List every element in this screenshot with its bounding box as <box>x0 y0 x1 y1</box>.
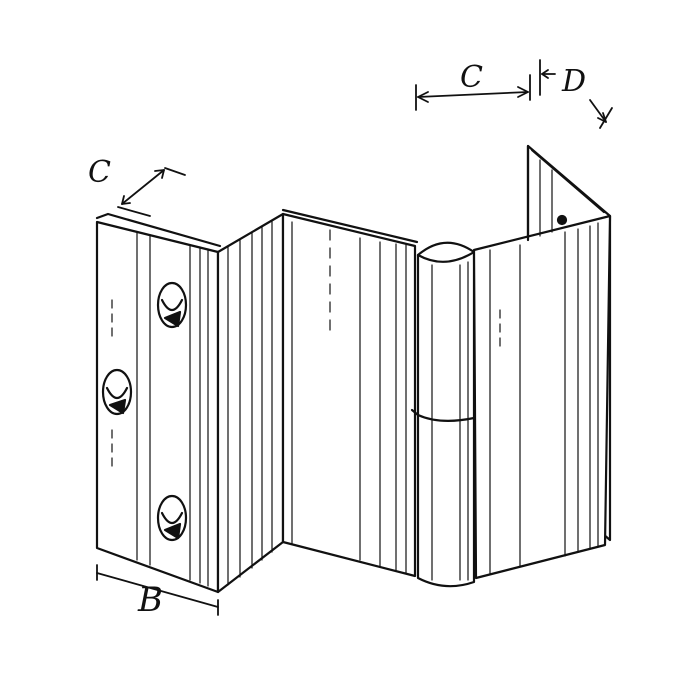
offset-face <box>216 212 285 594</box>
dimension-c-left <box>117 167 186 217</box>
label-c-left: C <box>88 155 111 190</box>
screw-hole-icon <box>101 368 133 416</box>
middle-leaf <box>281 208 419 578</box>
label-b: B <box>138 580 163 620</box>
screw-hole-icon <box>156 494 188 542</box>
dimension-c-top <box>415 74 531 111</box>
right-leaf <box>472 144 612 580</box>
dimension-d-top <box>539 59 613 129</box>
label-c-top: C <box>460 60 483 95</box>
hinge-knuckle <box>410 241 476 588</box>
dimension-b <box>96 564 219 616</box>
screw-hole-icon <box>156 281 188 329</box>
label-d-top: D <box>562 64 587 99</box>
screw-holes <box>101 281 188 542</box>
